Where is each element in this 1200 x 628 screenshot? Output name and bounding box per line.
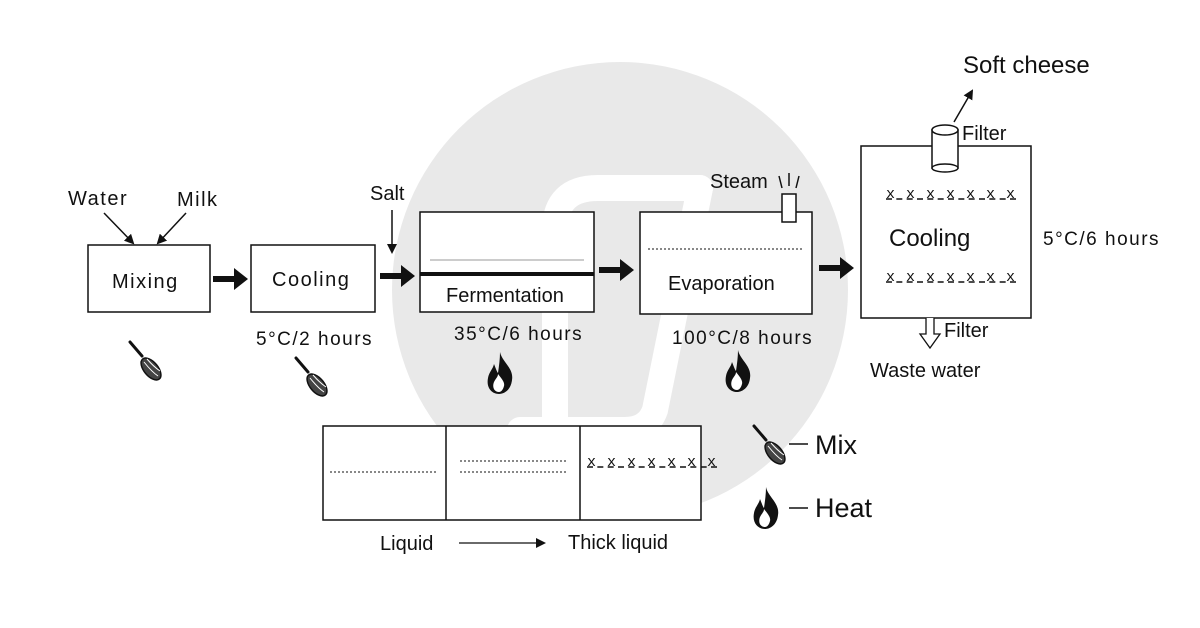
soft-cheese-arrow <box>953 89 974 123</box>
liquid-label: Liquid <box>380 533 434 555</box>
water-label: Water <box>68 188 129 210</box>
flame-icon <box>753 487 779 529</box>
flow-arrow-3 <box>599 259 634 281</box>
steam-label: Steam <box>710 171 768 193</box>
fermentation-label: Fermentation <box>446 285 564 307</box>
filter-cylinder <box>931 124 959 173</box>
mixing-box <box>87 244 211 313</box>
legend-heat-label: Heat <box>815 493 873 523</box>
soft-cheese-label: Soft cheese <box>963 52 1090 79</box>
cooling-box <box>250 244 376 313</box>
milk-arrow <box>156 212 187 245</box>
flow-arrow-2 <box>380 265 415 287</box>
cooling-tank-box <box>860 145 1032 319</box>
thick-liquid-pattern: x x x x x x x <box>587 454 718 471</box>
filter-top-label: Filter <box>962 123 1007 145</box>
curd-pattern: x x x x x x x <box>886 269 1017 286</box>
whisk-icon <box>294 356 333 401</box>
flow-arrow-4 <box>819 257 854 279</box>
milk-label: Milk <box>177 189 219 211</box>
cooling-label: Cooling <box>272 269 351 291</box>
flow-arrow-1 <box>213 268 248 290</box>
legend-mix-label: Mix <box>815 430 857 460</box>
cooling-tank-label: Cooling <box>889 225 971 252</box>
waste-water-label: Waste water <box>870 360 981 382</box>
steam-vent <box>781 193 797 223</box>
evaporation-condition: 100°C/8 hours <box>672 328 814 349</box>
evaporation-label: Evaporation <box>668 273 775 295</box>
mixing-label: Mixing <box>112 271 179 293</box>
whisk-icon <box>128 340 167 385</box>
cooling-condition: 5°C/2 hours <box>256 329 374 350</box>
thick-liquid-label: Thick liquid <box>568 532 669 554</box>
steam-lines <box>778 173 800 189</box>
cooling-tank-condition: 5°C/6 hours <box>1043 229 1161 250</box>
fermentation-condition: 35°C/6 hours <box>454 324 584 345</box>
fermentation-box <box>419 211 595 313</box>
waste-water-arrow <box>918 318 942 350</box>
evaporation-box <box>639 211 813 315</box>
consistency-panel <box>322 425 702 521</box>
filter-bottom-label: Filter <box>944 320 989 342</box>
water-arrow <box>103 212 135 245</box>
curd-pattern: x x x x x x x <box>886 186 1017 203</box>
salt-label: Salt <box>370 183 405 205</box>
